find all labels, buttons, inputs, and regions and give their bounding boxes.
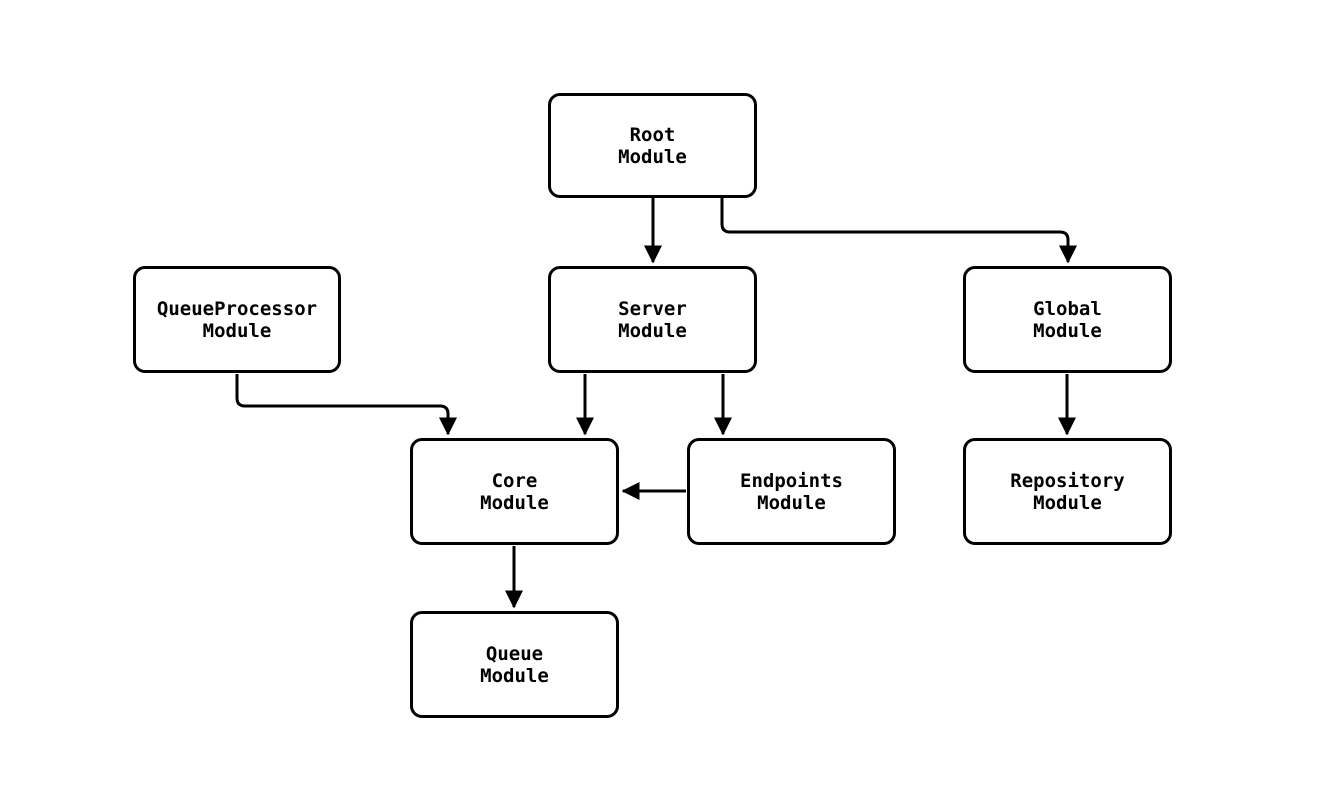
node-queue-line1: Queue [485,642,544,665]
node-queue-line2: Module [480,664,549,687]
node-label: Root Module [618,124,687,168]
node-core-line2: Module [480,491,549,514]
node-queue-module: Queue Module [410,611,619,718]
node-root-module: Root Module [548,93,757,198]
node-repository-line2: Module [1033,491,1102,514]
node-root-line2: Module [618,145,687,168]
node-label: Endpoints Module [740,470,843,514]
node-endpoints-module: Endpoints Module [687,438,896,545]
node-core-line1: Core [491,469,538,492]
node-label: Global Module [1033,298,1102,342]
node-repository-line1: Repository [1010,469,1125,492]
node-endpoints-line2: Module [757,491,826,514]
node-queueprocessor-module: QueueProcessor Module [133,266,341,373]
node-server-line1: Server [618,297,687,320]
node-label: Server Module [618,298,687,342]
node-server-line2: Module [618,319,687,342]
node-queueprocessor-line1: QueueProcessor [156,297,318,320]
node-label: Core Module [480,470,549,514]
node-queueprocessor-line2: Module [202,319,272,342]
node-label: QueueProcessor Module [157,298,317,342]
node-root-line1: Root [629,123,676,146]
node-repository-module: Repository Module [963,438,1172,545]
node-server-module: Server Module [548,266,757,373]
node-global-module: Global Module [963,266,1172,373]
node-global-line1: Global [1033,297,1102,320]
edge-root-to-global-arrow [720,198,1077,264]
edge-queueprocessor-to-core-arrow [235,374,457,436]
node-core-module: Core Module [410,438,619,545]
node-global-line2: Module [1033,319,1102,342]
node-endpoints-line1: Endpoints [740,469,843,492]
node-label: Repository Module [1010,470,1124,514]
node-label: Queue Module [480,643,549,687]
